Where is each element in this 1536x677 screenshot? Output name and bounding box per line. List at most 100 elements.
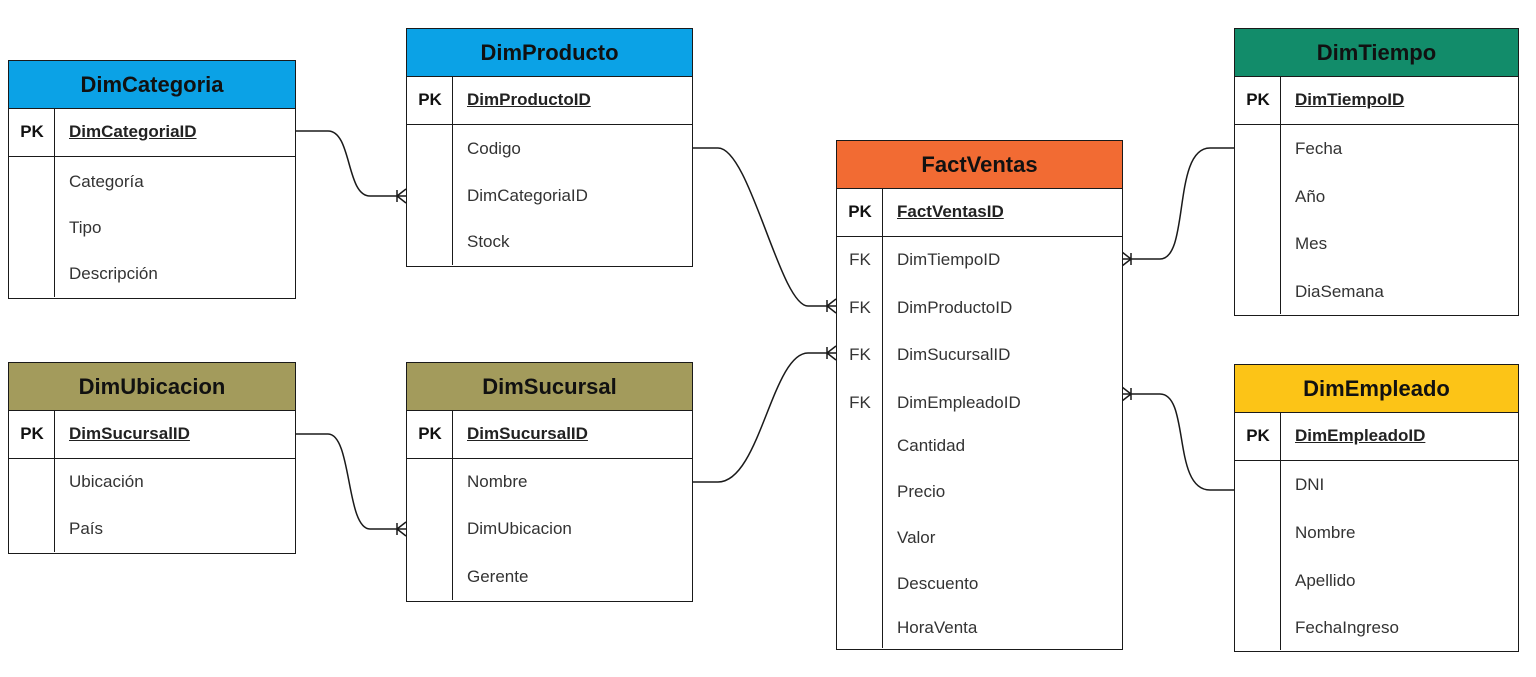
primary-key: DimCategoriaID [69, 122, 197, 141]
relationship-ubicacion-sucursal [296, 433, 407, 537]
entity-header: DimSucursal [407, 363, 692, 411]
entity-header: FactVentas [837, 141, 1122, 189]
relationship-categoria-producto [296, 130, 407, 204]
attribute: DimUbicacion [467, 519, 572, 538]
attribute: Precio [897, 482, 946, 501]
attribute: HoraVenta [897, 618, 978, 637]
entity-header: DimTiempo [1235, 29, 1518, 77]
entity-header: DimCategoria [9, 61, 295, 109]
attribute: Gerente [467, 567, 529, 586]
entity-title: DimCategoria [80, 71, 224, 97]
key-column [9, 157, 55, 297]
primary-key: FactVentasID [897, 202, 1004, 221]
fk-tag: FK [849, 393, 871, 412]
attribute: Mes [1295, 234, 1328, 253]
key-column [407, 125, 453, 265]
entity-dim-tiempo[interactable]: DimTiempo PK DimTiempoID Fecha Año Mes D… [1234, 28, 1519, 316]
entity-title: DimTiempo [1316, 39, 1437, 65]
attribute: Tipo [69, 218, 102, 237]
foreign-key: DimProductoID [897, 298, 1013, 317]
pk-row: PK FactVentasID [837, 189, 1122, 237]
entity-fact-ventas[interactable]: FactVentas PK FactVentasID FK DimTiempoI… [836, 140, 1123, 650]
key-column [9, 109, 55, 156]
entity-dim-sucursal[interactable]: DimSucursal PK DimSucursalID Nombre DimU… [406, 362, 693, 602]
entity-title: FactVentas [921, 151, 1038, 177]
attribute: Codigo [467, 139, 521, 158]
entity-title: DimProducto [480, 39, 619, 65]
attribute: Nombre [1295, 523, 1356, 542]
attribute: País [69, 519, 104, 538]
attribute: Cantidad [897, 436, 966, 455]
entity-title: DimUbicacion [78, 373, 226, 399]
attribute: Nombre [467, 472, 528, 491]
attribute: Descuento [897, 574, 979, 593]
pk-row: PK DimCategoriaID [9, 109, 295, 157]
relationship-tiempo-factventas [1121, 147, 1234, 267]
foreign-key: DimTiempoID [897, 250, 1001, 269]
pk-tag: PK [418, 424, 442, 443]
attribute: Fecha [1295, 139, 1343, 158]
fk-tag: FK [849, 298, 871, 317]
key-column [9, 411, 55, 458]
pk-row: PK DimTiempoID [1235, 77, 1518, 125]
relationship-producto-factventas [692, 147, 837, 314]
entity-title: DimEmpleado [1303, 375, 1450, 401]
primary-key: DimSucursalID [69, 424, 190, 443]
entity-dim-categoria[interactable]: DimCategoria PK DimCategoriaID Categoría… [8, 60, 296, 299]
pk-row: PK DimEmpleadoID [1235, 413, 1518, 461]
attribute-list: Fecha Año Mes DiaSemana [1235, 125, 1518, 314]
fk-tag: FK [849, 345, 871, 364]
attribute: DimCategoriaID [467, 186, 588, 205]
attribute: FechaIngreso [1295, 618, 1399, 637]
pk-tag: PK [418, 90, 442, 109]
entity-dim-producto[interactable]: DimProducto PK DimProductoID Codigo DimC… [406, 28, 693, 267]
attribute: Categoría [69, 172, 144, 191]
entity-header: DimUbicacion [9, 363, 295, 411]
attribute: DiaSemana [1295, 282, 1384, 301]
attribute-list: DNI Nombre Apellido FechaIngreso [1235, 461, 1518, 650]
pk-tag: PK [848, 202, 872, 221]
key-column [407, 459, 453, 600]
attribute: Año [1295, 187, 1326, 206]
key-column [9, 459, 55, 552]
key-column [1235, 125, 1281, 314]
key-column [837, 189, 883, 236]
attribute: Stock [467, 232, 510, 251]
foreign-key: DimSucursalID [897, 345, 1011, 364]
primary-key: DimTiempoID [1295, 90, 1405, 109]
relationship-sucursal-factventas [692, 345, 837, 483]
entity-title: DimSucursal [482, 373, 617, 399]
attribute-list: Codigo DimCategoriaID Stock [407, 125, 692, 265]
pk-tag: PK [1246, 90, 1270, 109]
pk-tag: PK [1246, 426, 1270, 445]
attribute-list: Nombre DimUbicacion Gerente [407, 459, 692, 600]
attribute: Ubicación [69, 472, 144, 491]
pk-tag: PK [20, 424, 44, 443]
primary-key: DimEmpleadoID [1295, 426, 1426, 445]
attribute-list: Ubicación País [9, 459, 295, 552]
pk-row: PK DimProductoID [407, 77, 692, 125]
attribute: DNI [1295, 475, 1325, 494]
pk-row: PK DimSucursalID [407, 411, 692, 459]
fk-tag: FK [849, 250, 871, 269]
key-column [1235, 77, 1281, 124]
attribute-list: Categoría Tipo Descripción [9, 157, 295, 297]
foreign-key: DimEmpleadoID [897, 393, 1021, 412]
primary-key: DimProductoID [467, 90, 591, 109]
key-column [407, 411, 453, 458]
attribute: Descripción [69, 264, 158, 283]
relationship-empleado-factventas [1121, 386, 1234, 491]
entity-dim-ubicacion[interactable]: DimUbicacion PK DimSucursalID Ubicación … [8, 362, 296, 554]
pk-tag: PK [20, 122, 44, 141]
key-column [1235, 461, 1281, 650]
primary-key: DimSucursalID [467, 424, 588, 443]
pk-row: PK DimSucursalID [9, 411, 295, 459]
entity-header: DimEmpleado [1235, 365, 1518, 413]
entity-dim-empleado[interactable]: DimEmpleado PK DimEmpleadoID DNI Nombre … [1234, 364, 1519, 652]
attribute: Apellido [1295, 571, 1356, 590]
entity-header: DimProducto [407, 29, 692, 77]
attribute-list: FK DimTiempoID FK DimProductoID FK DimSu… [837, 237, 1122, 648]
key-column [837, 237, 883, 648]
key-column [1235, 413, 1281, 460]
attribute: Valor [897, 528, 936, 547]
